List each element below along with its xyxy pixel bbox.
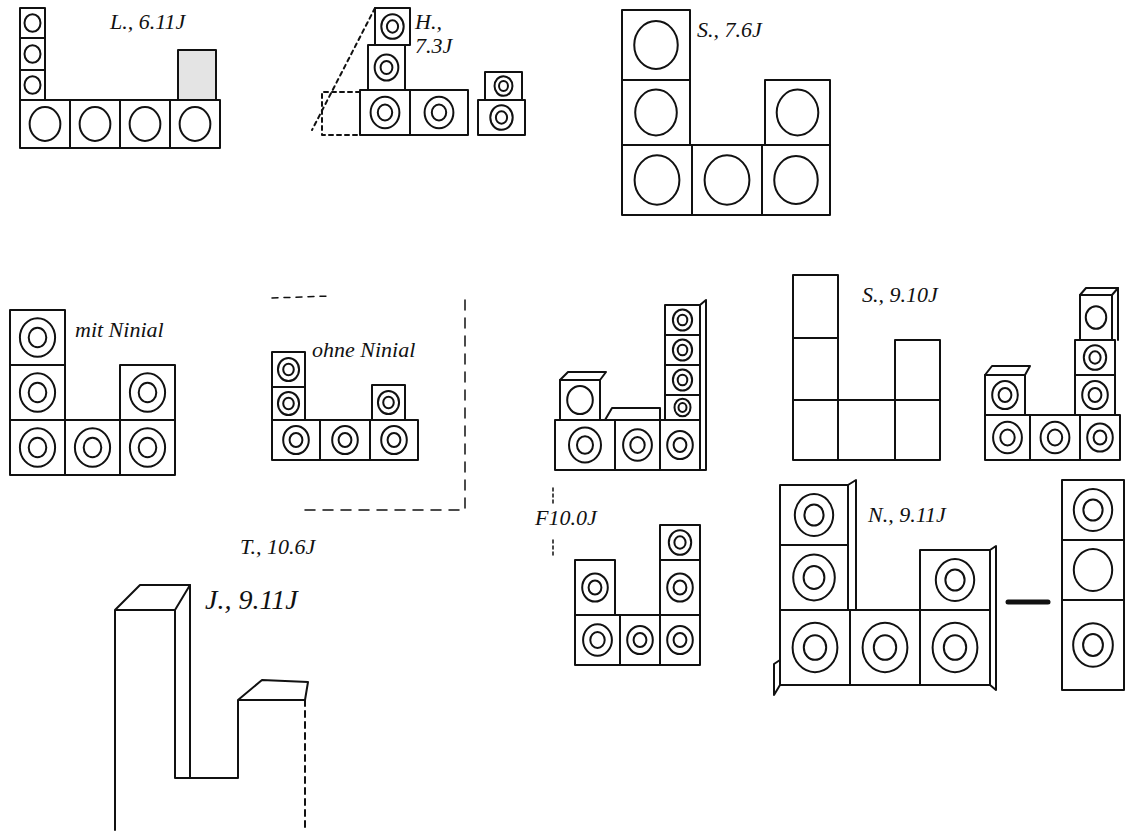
sketch-line xyxy=(300,300,465,510)
sketch-line xyxy=(1080,288,1118,295)
sketch-line xyxy=(189,585,191,778)
sketch-line xyxy=(552,540,554,556)
block-sketch xyxy=(272,352,418,460)
sketch-line xyxy=(175,610,308,778)
sketch-line xyxy=(848,480,856,610)
sketch-line xyxy=(115,585,190,830)
block-sketch xyxy=(555,305,700,470)
sketch-line xyxy=(990,546,996,690)
age-label: N., 9.11J xyxy=(868,503,946,527)
sketch-line xyxy=(552,488,554,503)
block-sketch xyxy=(10,310,175,475)
age-label: ohne Ninial xyxy=(312,338,415,362)
block-sketch xyxy=(622,10,830,215)
sketch-line xyxy=(312,8,375,130)
block-sketch xyxy=(985,295,1120,460)
sketch-line xyxy=(322,92,360,135)
block-sketch xyxy=(780,480,1124,690)
age-label: T., 10.6J xyxy=(240,535,315,559)
age-label: F10.0J xyxy=(535,506,597,530)
sketch-line xyxy=(1008,600,1048,605)
sketch-line xyxy=(985,366,1030,375)
sketch-line xyxy=(700,300,706,470)
age-label: S., 9.10J xyxy=(862,283,938,307)
age-label: J., 9.11J xyxy=(205,585,298,616)
sketch-line xyxy=(1117,288,1119,340)
age-label: mit Ninial xyxy=(75,318,164,342)
block-sketch xyxy=(360,8,525,135)
sketch-line xyxy=(304,700,306,830)
age-label: H., 7.3J xyxy=(415,10,465,58)
age-label: S., 7.6J xyxy=(697,18,762,42)
age-label: L., 6.11J xyxy=(110,10,185,34)
sketch-line xyxy=(272,296,330,298)
sketch-line xyxy=(560,372,606,380)
sketch-line xyxy=(605,408,660,420)
block-sketch xyxy=(20,8,220,148)
block-sketch xyxy=(575,525,700,665)
block-sketch xyxy=(793,275,940,460)
sketch-line xyxy=(774,660,780,695)
